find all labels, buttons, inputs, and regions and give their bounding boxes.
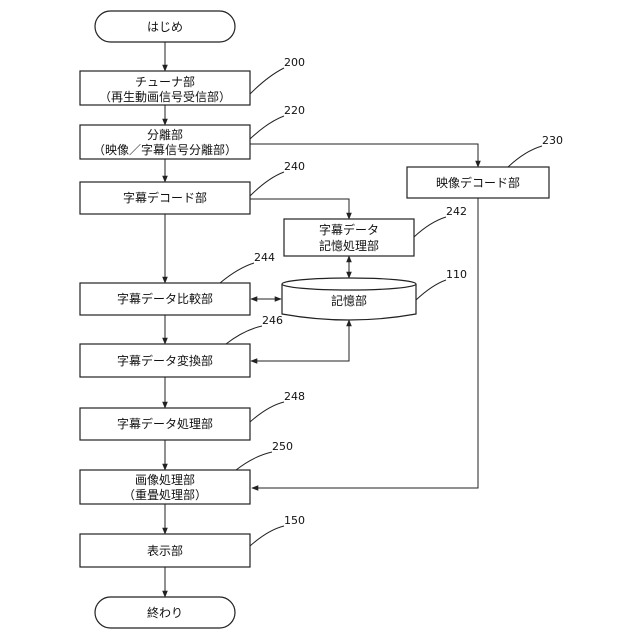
- node-image-process-label-1: 画像処理部: [135, 472, 195, 487]
- node-tuner-label-1: チューナ部: [135, 74, 195, 89]
- node-video-decode-label: 映像デコード部: [436, 175, 520, 190]
- node-end: 終わり: [95, 597, 235, 628]
- node-subtitle-convert-label: 字幕データ変換部: [117, 353, 213, 368]
- node-display: 表示部 150: [80, 514, 305, 567]
- node-subtitle-decode: 字幕デコード部 240: [80, 160, 305, 214]
- storage-cylinder-top: [282, 278, 416, 290]
- leader-storage: [416, 280, 446, 300]
- node-separator: 分離部 （映像／字幕信号分離部） 220: [80, 104, 305, 159]
- node-end-label: 終わり: [147, 605, 183, 620]
- node-subtitle-process: 字幕データ処理部 248: [80, 390, 305, 440]
- leader-subtitle-decode: [250, 172, 284, 196]
- leader-display: [250, 526, 284, 546]
- node-image-process-label-2: （重畳処理部）: [123, 487, 207, 502]
- node-subtitle-store: 字幕データ 記憶処理部 242: [284, 205, 467, 256]
- leader-subtitle-compare: [220, 263, 254, 283]
- ref-display: 150: [284, 514, 305, 527]
- ref-subtitle-store: 242: [446, 205, 467, 218]
- node-tuner-label-2: （再生動画信号受信部）: [99, 89, 231, 104]
- leader-subtitle-store: [414, 217, 446, 237]
- nodes: はじめ チューナ部 （再生動画信号受信部） 200 分離部 （映像／字幕信号分離…: [80, 11, 563, 628]
- node-display-label: 表示部: [147, 543, 183, 558]
- ref-separator: 220: [284, 104, 305, 117]
- ref-subtitle-compare: 244: [254, 251, 275, 264]
- node-subtitle-compare: 字幕データ比較部 244: [80, 251, 275, 315]
- ref-image-process: 250: [272, 440, 293, 453]
- ref-subtitle-process: 248: [284, 390, 305, 403]
- node-tuner: チューナ部 （再生動画信号受信部） 200: [80, 56, 305, 105]
- node-subtitle-decode-label: 字幕デコード部: [123, 190, 207, 205]
- ref-tuner: 200: [284, 56, 305, 69]
- node-start-label: はじめ: [147, 20, 183, 34]
- node-subtitle-compare-label: 字幕データ比較部: [117, 291, 213, 306]
- node-image-process: 画像処理部 （重畳処理部） 250: [80, 440, 293, 504]
- leader-separator: [250, 116, 284, 139]
- leader-subtitle-process: [250, 402, 284, 422]
- ref-subtitle-convert: 246: [262, 314, 283, 327]
- node-storage-label: 記憶部: [331, 293, 367, 308]
- node-separator-label-2: （映像／字幕信号分離部）: [93, 142, 237, 157]
- ref-storage: 110: [446, 268, 467, 281]
- leader-tuner: [250, 68, 284, 94]
- ref-subtitle-decode: 240: [284, 160, 305, 173]
- node-storage: 記憶部 110: [282, 268, 467, 320]
- leader-video-decode: [508, 146, 542, 167]
- node-subtitle-store-label-1: 字幕データ: [319, 222, 379, 237]
- node-subtitle-process-label: 字幕データ処理部: [117, 416, 213, 431]
- leader-image-process: [236, 452, 272, 470]
- node-start: はじめ: [95, 11, 235, 42]
- ref-video-decode: 230: [542, 134, 563, 147]
- node-subtitle-store-label-2: 記憶処理部: [319, 238, 379, 253]
- leader-subtitle-convert: [226, 326, 262, 344]
- edge-subtitle-decode-store: [250, 199, 349, 219]
- node-subtitle-convert: 字幕データ変換部 246: [80, 314, 283, 377]
- node-separator-label-1: 分離部: [147, 127, 183, 142]
